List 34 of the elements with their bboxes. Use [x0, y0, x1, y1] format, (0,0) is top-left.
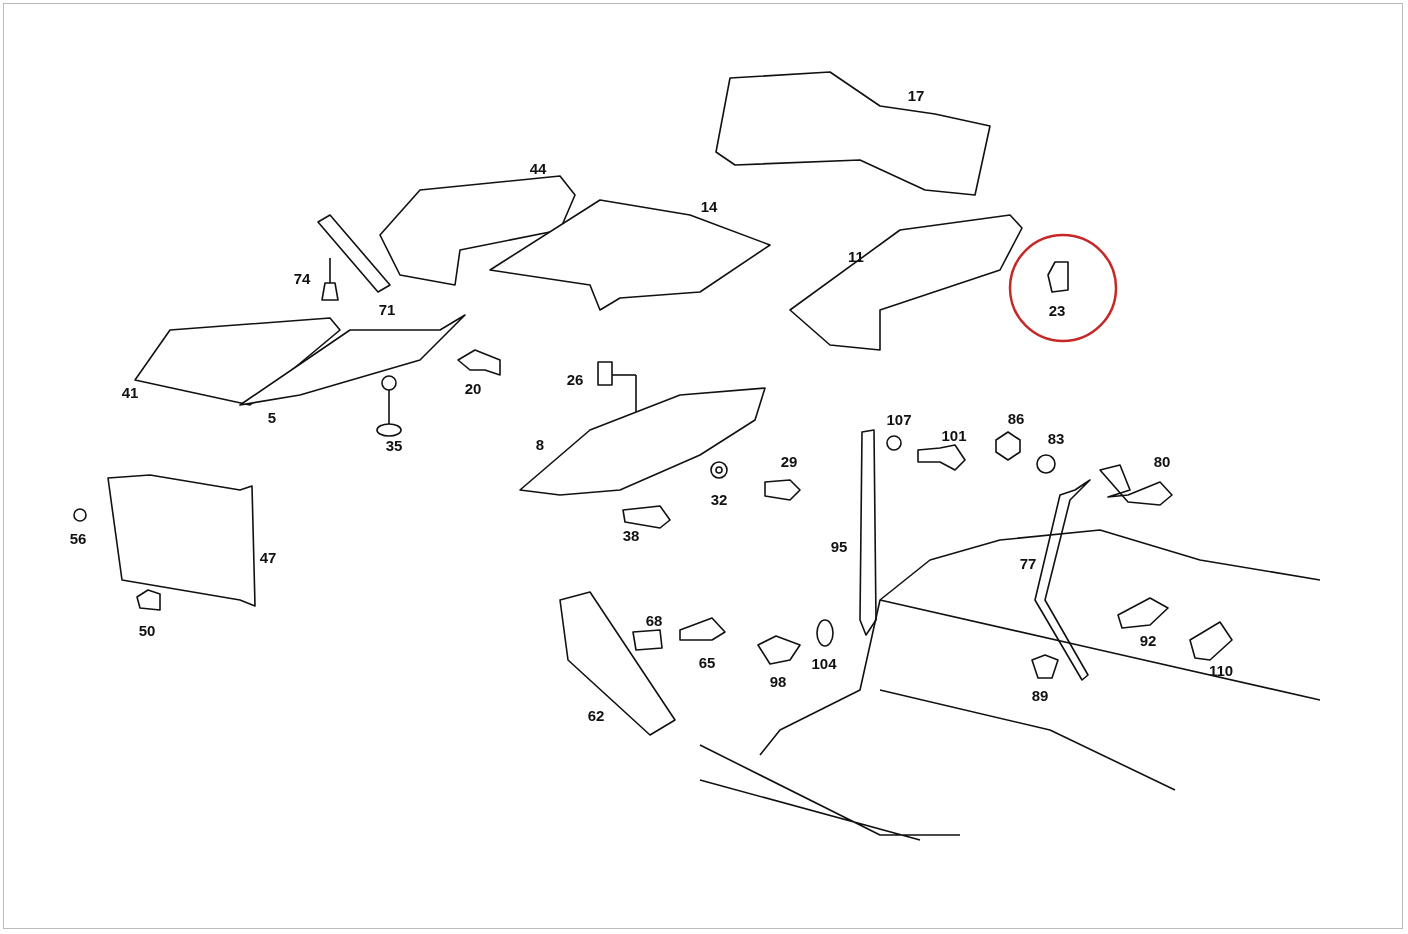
- callout-number: 95: [830, 538, 848, 554]
- callout-number: 38: [622, 527, 640, 543]
- callout-number: 104: [811, 655, 837, 671]
- callout-number: 47: [259, 549, 277, 565]
- callout-number: 17: [907, 87, 925, 103]
- callout-number: 14: [700, 198, 718, 214]
- callout-number: 68: [645, 612, 663, 628]
- callout-number: 62: [587, 707, 605, 723]
- callout-number: 80: [1153, 453, 1171, 469]
- callout-number: 65: [698, 654, 716, 670]
- callout-number: 86: [1007, 410, 1025, 426]
- callout-number: 26: [566, 371, 584, 387]
- callout-number: 32: [710, 491, 728, 507]
- callout-number: 20: [464, 380, 482, 396]
- callout-number: 41: [121, 384, 139, 400]
- callout-number: 56: [69, 530, 87, 546]
- callout-number: 89: [1031, 687, 1049, 703]
- callout-number: 71: [378, 301, 396, 317]
- callout-number: 101: [941, 427, 967, 443]
- callout-number: 74: [293, 270, 311, 286]
- callout-number: 5: [267, 409, 277, 425]
- callout-number: 23: [1048, 302, 1066, 318]
- callout-number: 98: [769, 673, 787, 689]
- callout-number: 77: [1019, 555, 1037, 571]
- callout-number: 50: [138, 622, 156, 638]
- callout-number: 11: [848, 248, 864, 264]
- callout-number: 110: [1208, 662, 1234, 678]
- callout-number: 44: [529, 160, 547, 176]
- callout-number: 107: [886, 411, 912, 427]
- callout-number: 83: [1047, 430, 1065, 446]
- callout-number: 8: [535, 436, 545, 452]
- callout-number: 92: [1139, 632, 1157, 648]
- callout-number: 29: [780, 453, 798, 469]
- callout-number: 35: [385, 437, 403, 453]
